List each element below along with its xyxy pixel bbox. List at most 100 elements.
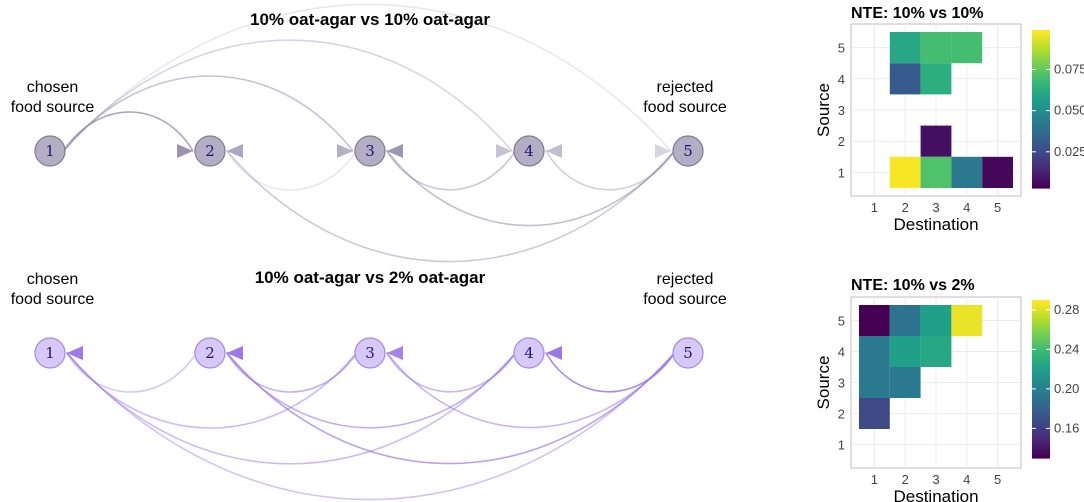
- colorbar-step: [1032, 410, 1050, 414]
- colorbar-step: [1032, 109, 1050, 113]
- colorbar-step: [1032, 436, 1050, 441]
- colorbar-step: [1032, 95, 1050, 100]
- bottom-node-3: 3: [354, 337, 386, 369]
- colorbar-step: [1032, 35, 1050, 39]
- x-tick-label: 5: [994, 200, 1001, 215]
- y-axis-label: Source: [814, 356, 833, 410]
- node-label: 5: [683, 142, 693, 160]
- y-tick-label: 4: [838, 72, 845, 87]
- colorbar-step: [1032, 169, 1050, 173]
- colorbar-step: [1032, 122, 1050, 126]
- cell-src2-dst3: [920, 125, 952, 157]
- colorbar-step: [1032, 368, 1050, 372]
- node-circle: [513, 337, 545, 369]
- cell-src2-dst1: [859, 398, 890, 429]
- cell-src5-dst4: [951, 305, 983, 336]
- colorbar: 0.160.200.240.28: [1032, 300, 1079, 459]
- colorbar-step: [1032, 426, 1050, 430]
- colorbar-tick-label: 0.20: [1054, 381, 1079, 396]
- y-tick-label: 5: [838, 314, 845, 329]
- top-right-label-line2: food source: [643, 99, 727, 116]
- bottom-right-label-line2: food source: [643, 291, 727, 308]
- colorbar-step: [1032, 106, 1050, 110]
- colorbar-step: [1032, 45, 1050, 50]
- colorbar-step: [1032, 302, 1050, 306]
- node-label: 3: [365, 142, 375, 160]
- top-node-1: 1: [34, 135, 66, 167]
- top-node-5: 5: [672, 135, 704, 167]
- edge-3-2: [226, 352, 358, 393]
- node-label: 1: [45, 142, 55, 160]
- colorbar-step: [1032, 313, 1050, 317]
- node-circle: [672, 337, 704, 369]
- node-label: 2: [205, 344, 215, 362]
- colorbar-step: [1032, 331, 1050, 335]
- colorbar-step: [1032, 90, 1050, 94]
- cell-src5-dst1: [859, 305, 890, 336]
- edge-5-4: [545, 352, 676, 393]
- colorbar-step: [1032, 365, 1050, 370]
- colorbar-tick-label: 0.075: [1054, 62, 1084, 77]
- cell-src1-dst2: [889, 156, 921, 188]
- cell-src5-dst2: [889, 32, 921, 64]
- cell-src1-dst3: [920, 156, 952, 188]
- colorbar-step: [1032, 114, 1050, 118]
- colorbar-step: [1032, 111, 1050, 115]
- x-tick-label: 1: [871, 472, 878, 487]
- node-label: 1: [45, 344, 55, 362]
- colorbar-step: [1032, 328, 1050, 333]
- colorbar-step: [1032, 389, 1050, 393]
- colorbar-step: [1032, 352, 1050, 356]
- colorbar-tick-label: 0.24: [1054, 341, 1079, 356]
- cell-src5-dst4: [951, 32, 983, 64]
- node-circle: [513, 135, 545, 167]
- colorbar-tick-label: 0.050: [1054, 103, 1084, 118]
- colorbar-step: [1032, 371, 1050, 375]
- x-tick-label: 3: [932, 472, 939, 487]
- colorbar-step: [1032, 413, 1050, 417]
- arrowhead-5-3: [387, 144, 403, 158]
- colorbar-step: [1032, 37, 1050, 42]
- y-tick-label: 3: [838, 376, 845, 391]
- node-circle: [354, 337, 386, 369]
- node-label: 5: [683, 344, 693, 362]
- cell-src4-dst3: [920, 336, 952, 367]
- colorbar-step: [1032, 415, 1050, 420]
- colorbar-step: [1032, 336, 1050, 341]
- x-tick-label: 1: [871, 200, 878, 215]
- colorbar-step: [1032, 405, 1050, 409]
- colorbar-step: [1032, 124, 1050, 129]
- edge-1-4: [62, 39, 513, 152]
- cell-src1-dst5: [982, 156, 1013, 188]
- colorbar-step: [1032, 153, 1050, 157]
- colorbar-step: [1032, 318, 1050, 322]
- cell-src5-dst3: [920, 305, 952, 336]
- colorbar-step: [1032, 384, 1050, 388]
- colorbar-step: [1032, 51, 1050, 55]
- colorbar-step: [1032, 344, 1050, 348]
- colorbar-step: [1032, 421, 1050, 425]
- colorbar-tick-label: 0.16: [1054, 420, 1079, 435]
- cell-src5-dst3: [920, 32, 952, 64]
- colorbar-step: [1032, 400, 1050, 404]
- colorbar-step: [1032, 101, 1050, 105]
- colorbar-step: [1032, 48, 1050, 52]
- node-circle: [194, 135, 226, 167]
- colorbar-step: [1032, 145, 1050, 150]
- arrowhead-1-2: [177, 144, 193, 158]
- top-diagram-title: 10% oat-agar vs 10% oat-agar: [250, 10, 490, 29]
- colorbar-step: [1032, 166, 1050, 171]
- colorbar-step: [1032, 85, 1050, 89]
- colorbar-step: [1032, 43, 1050, 47]
- colorbar-step: [1032, 363, 1050, 367]
- colorbar-step: [1032, 119, 1050, 123]
- colorbar-step: [1032, 386, 1050, 391]
- arrowhead-5-2: [227, 346, 243, 360]
- bottom-node-5: 5: [672, 337, 704, 369]
- arrowhead-1-3: [337, 144, 353, 158]
- bottom-left-label: chosen food source: [0, 270, 105, 310]
- colorbar-step: [1032, 434, 1050, 438]
